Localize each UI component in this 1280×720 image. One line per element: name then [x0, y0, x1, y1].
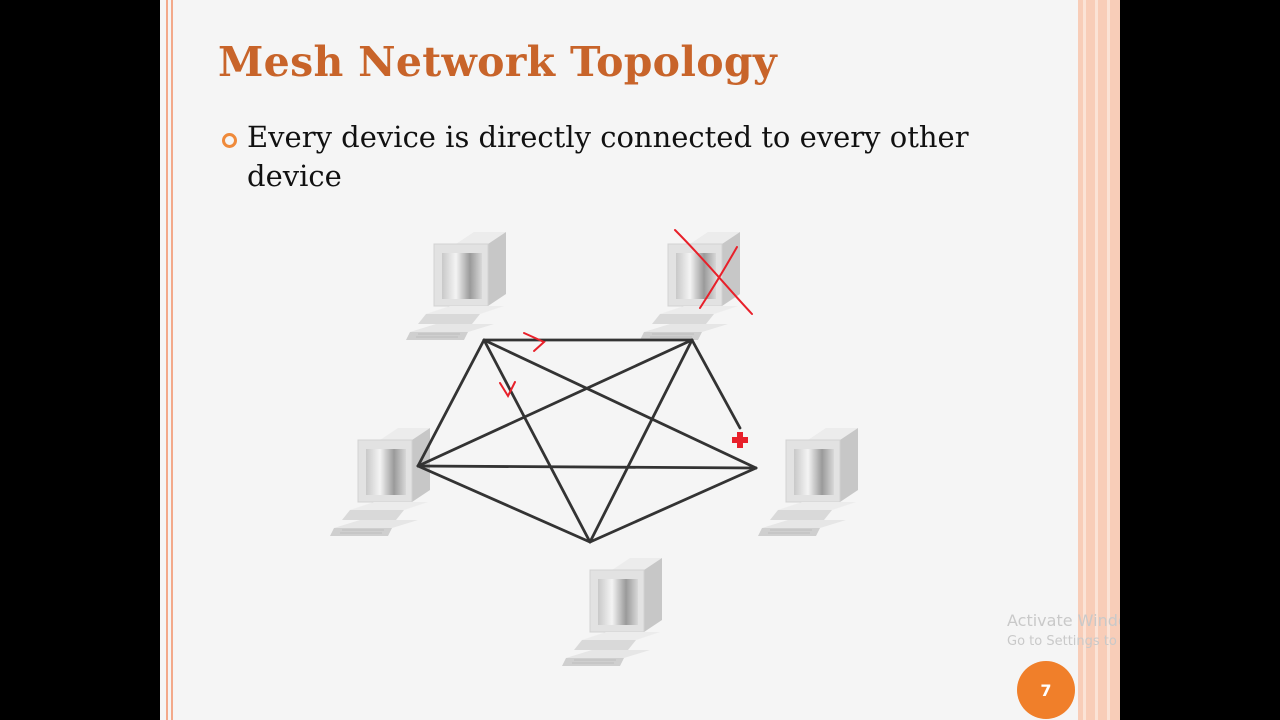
annotations [499, 229, 753, 399]
mesh-links [416, 338, 758, 544]
link-top-left-left [416, 338, 486, 468]
arrow-down-icon [499, 381, 516, 399]
slide: Mesh Network Topology Every device is di… [160, 0, 1120, 720]
arrow-right-icon [523, 332, 546, 352]
left-border-rule [166, 0, 168, 720]
activate-windows-watermark: Activate Windows Go to Settings to activ… [1007, 611, 1120, 651]
link-bottom-left [416, 464, 592, 544]
computer-top-right-icon [639, 231, 741, 341]
left-border-rule-inner [171, 0, 173, 720]
computer-left-icon [329, 427, 431, 537]
page-number: 7 [1040, 680, 1052, 700]
mesh-topology-diagram [329, 229, 859, 667]
link-top-right-left [416, 338, 694, 468]
watermark-title: Activate Windows [1007, 611, 1120, 630]
bullet-text: Every device is directly connected to ev… [247, 120, 969, 193]
link-right-bottom [588, 466, 758, 544]
cursor-icon [732, 432, 748, 448]
slide-title: Mesh Network Topology [218, 38, 777, 86]
link-top-right-bottom [588, 338, 694, 544]
computer-right-icon [757, 427, 859, 537]
link-top-left-right [482, 338, 758, 470]
page-number-badge: 7 [1017, 661, 1075, 719]
failed-node-cross-icon [674, 229, 753, 315]
watermark-subtitle: Go to Settings to activate Windows. [1007, 634, 1120, 649]
right-border-stripes [1078, 0, 1120, 720]
link-right-left [416, 464, 758, 470]
link-top-left-bottom [482, 338, 592, 544]
link-top-right-right [690, 338, 742, 430]
computer-bottom-icon [561, 557, 663, 667]
computer-top-left-icon [405, 231, 507, 341]
bullet-marker-icon [222, 133, 237, 148]
